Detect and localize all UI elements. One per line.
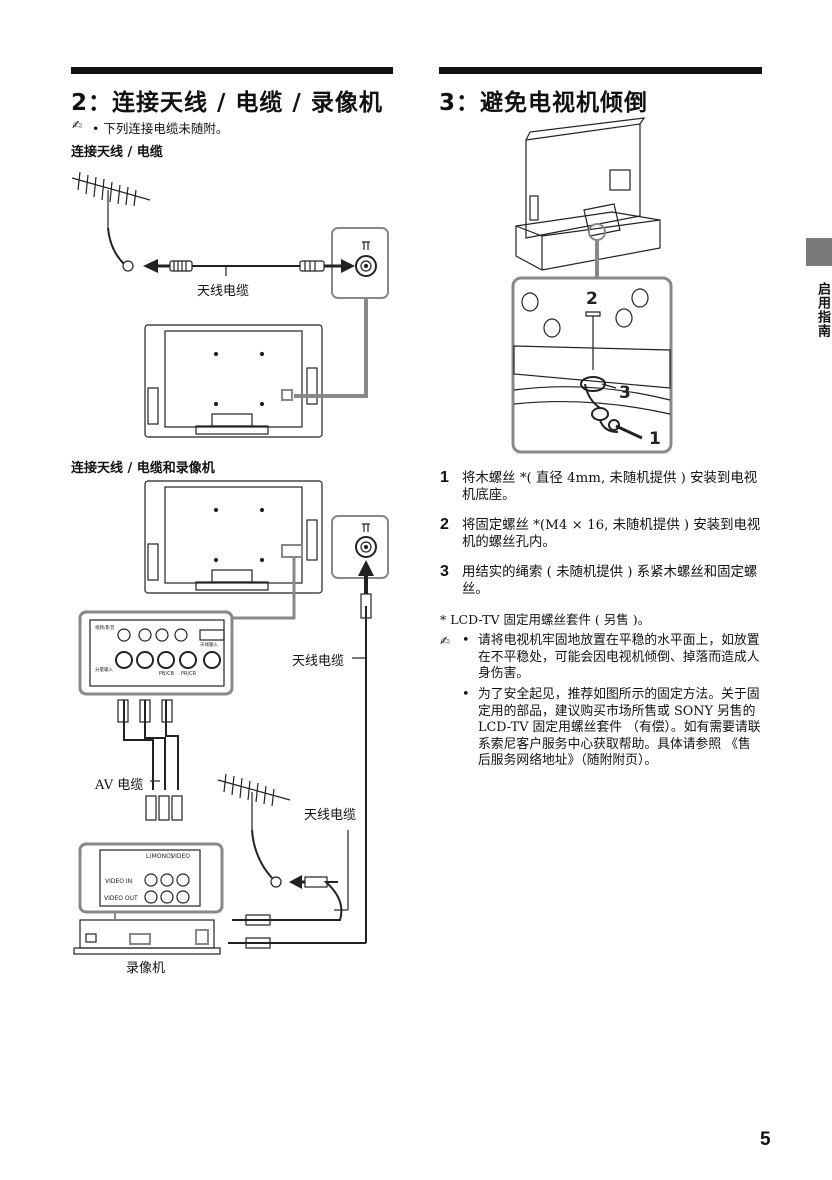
step-2: 2 将固定螺丝 *(M4 × 16, 未随机提供 ) 安装到电视机的螺丝孔内。 — [440, 516, 770, 551]
side-tab — [806, 238, 832, 266]
step-3: 3 用结实的绳索 ( 未随机提供 ) 系紧木螺丝和固定螺丝。 — [440, 563, 770, 598]
svg-text:2: 2 — [586, 289, 598, 309]
svg-text:VIDEO IN: VIDEO IN — [105, 878, 132, 885]
vcr-label: 录像机 — [126, 961, 166, 976]
heading-prevent-tipping: 3：避免电视机倾倒 — [439, 90, 649, 116]
step-text: 将固定螺丝 *(M4 × 16, 未随机提供 ) 安装到电视机的螺丝孔内。 — [462, 518, 761, 550]
svg-text:3: 3 — [619, 383, 631, 403]
step-1: 1 将木螺丝 *( 直径 4mm, 未随机提供 ) 安装到电视机底座。 — [440, 469, 770, 504]
section-bar-right — [439, 67, 762, 74]
section-bar-left — [71, 67, 393, 74]
footnote: * LCD-TV 固定用螺丝套件 ( 另售 )。 — [440, 612, 651, 627]
step-number: 2 — [440, 516, 449, 533]
step-text: 将木螺丝 *( 直径 4mm, 未随机提供 ) 安装到电视机底座。 — [462, 471, 758, 503]
step-number: 1 — [440, 469, 449, 486]
bullet-2: • 为了安全起见，推荐如图所示的固定方法。关于固定用的部品，建议购买市场所售或 … — [462, 687, 761, 769]
svg-text:VIDEO: VIDEO — [171, 853, 190, 860]
antenna-cable-label-2: 天线电缆 — [304, 808, 357, 823]
svg-text:分量输入: 分量输入 — [95, 666, 113, 673]
antenna-icon — [71, 171, 151, 228]
note-text: • 下列连接电缆未随附。 — [92, 121, 229, 136]
heading-connect: 2：连接天线 / 电缆 / 录像机 — [71, 90, 383, 116]
bullet-1: • 请将电视机牢固地放置在平稳的水平面上，如放置在不平稳处，可能会因电视机倾倒、… — [462, 633, 760, 682]
antenna-cable-label-1: 天线电缆 — [292, 654, 345, 669]
subheading-antenna-vcr: 连接天线 / 电缆和录像机 — [71, 461, 215, 476]
page-number: 5 — [760, 1129, 771, 1150]
step-number: 3 — [440, 563, 449, 580]
note-icon: ✍ — [72, 118, 83, 132]
step-text: 用结实的绳索 ( 未随机提供 ) 系紧木螺丝和固定螺丝。 — [462, 565, 758, 597]
subheading-antenna: 连接天线 / 电缆 — [71, 145, 163, 160]
note-icon-right: ✍ — [440, 634, 451, 648]
svg-text:视频/影音: 视频/影音 — [95, 624, 115, 631]
antenna-icon-2 — [217, 773, 291, 830]
av-cable-label: AV 电缆 — [95, 778, 144, 793]
svg-text:1: 1 — [649, 429, 661, 449]
antenna-cable-label: 天线电缆 — [197, 284, 250, 299]
svg-text:PB/CB: PB/CB — [159, 671, 175, 677]
svg-text:PR/CR: PR/CR — [181, 671, 197, 677]
svg-text:天线输入: 天线输入 — [200, 641, 218, 648]
svg-text:L(MONO): L(MONO) — [146, 853, 173, 860]
svg-text:VIDEO OUT: VIDEO OUT — [104, 895, 138, 902]
side-tab-label: 启用指南 — [815, 282, 830, 338]
